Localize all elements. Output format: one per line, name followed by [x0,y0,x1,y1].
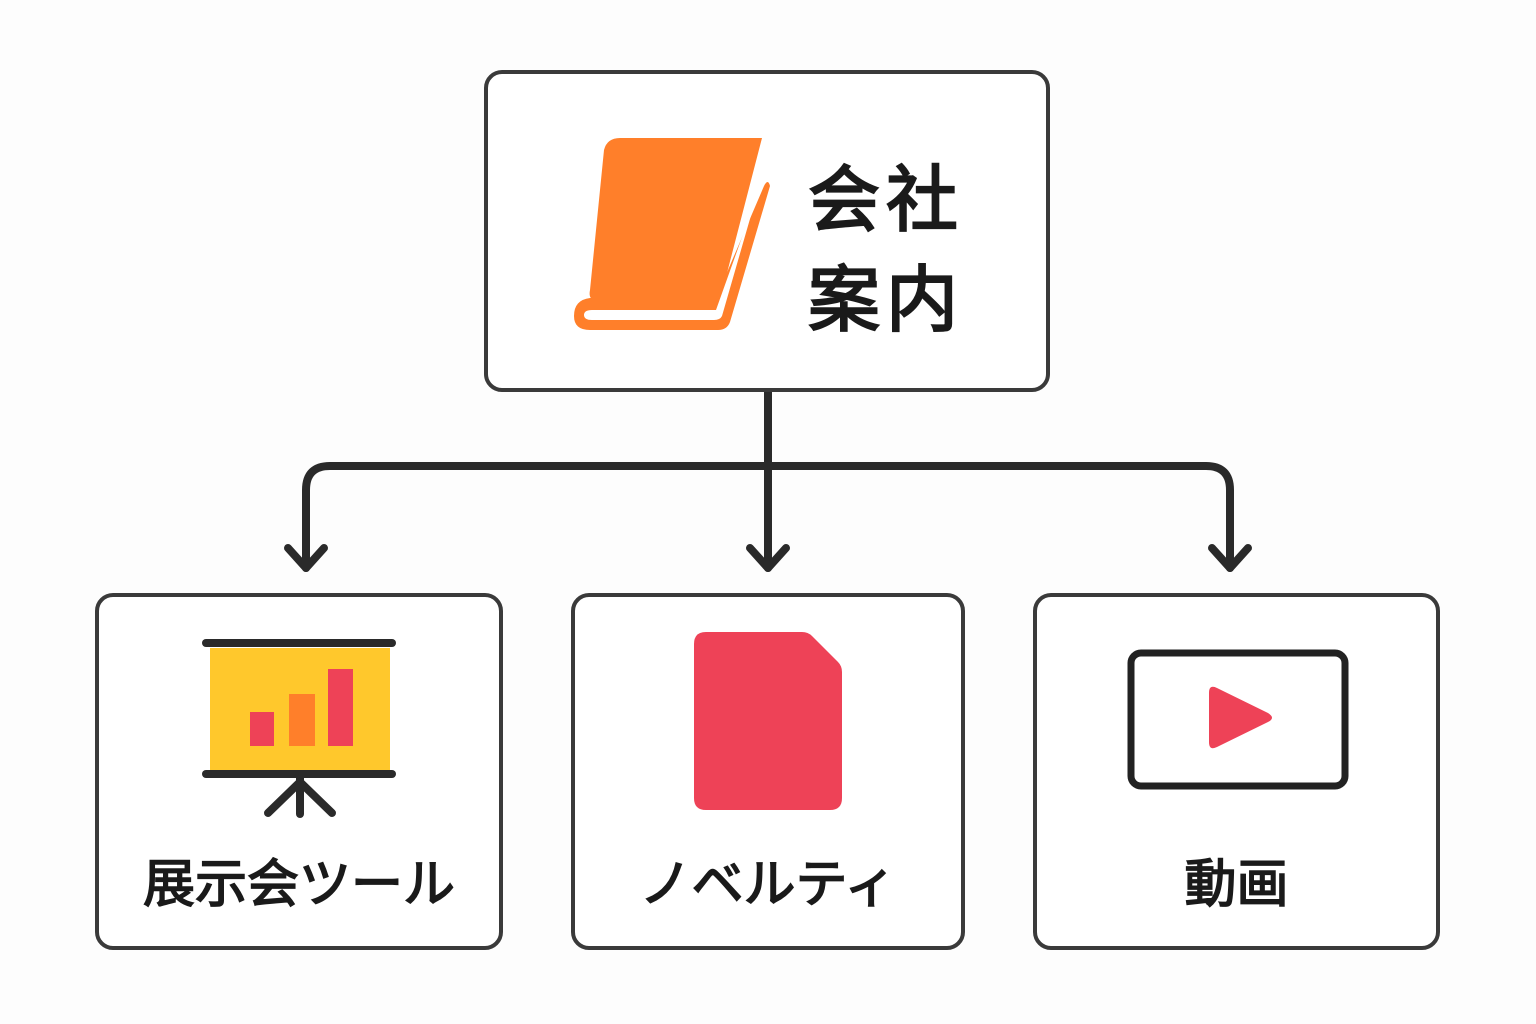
root-title-line-1: 会社 [808,158,965,242]
branch-line [302,462,1234,572]
arrowhead-right [1208,544,1252,572]
child-label-video: 動画 [1184,855,1289,915]
child-label-exhibition-tools: 展示会ツール [142,855,455,915]
arrowhead-center [746,544,790,572]
child-label-novelty: ノベルティ [639,855,897,915]
arrowhead-left [284,544,328,572]
root-title-line-2: 案内 [808,258,965,342]
root-title: 会社 案内 [808,150,988,350]
